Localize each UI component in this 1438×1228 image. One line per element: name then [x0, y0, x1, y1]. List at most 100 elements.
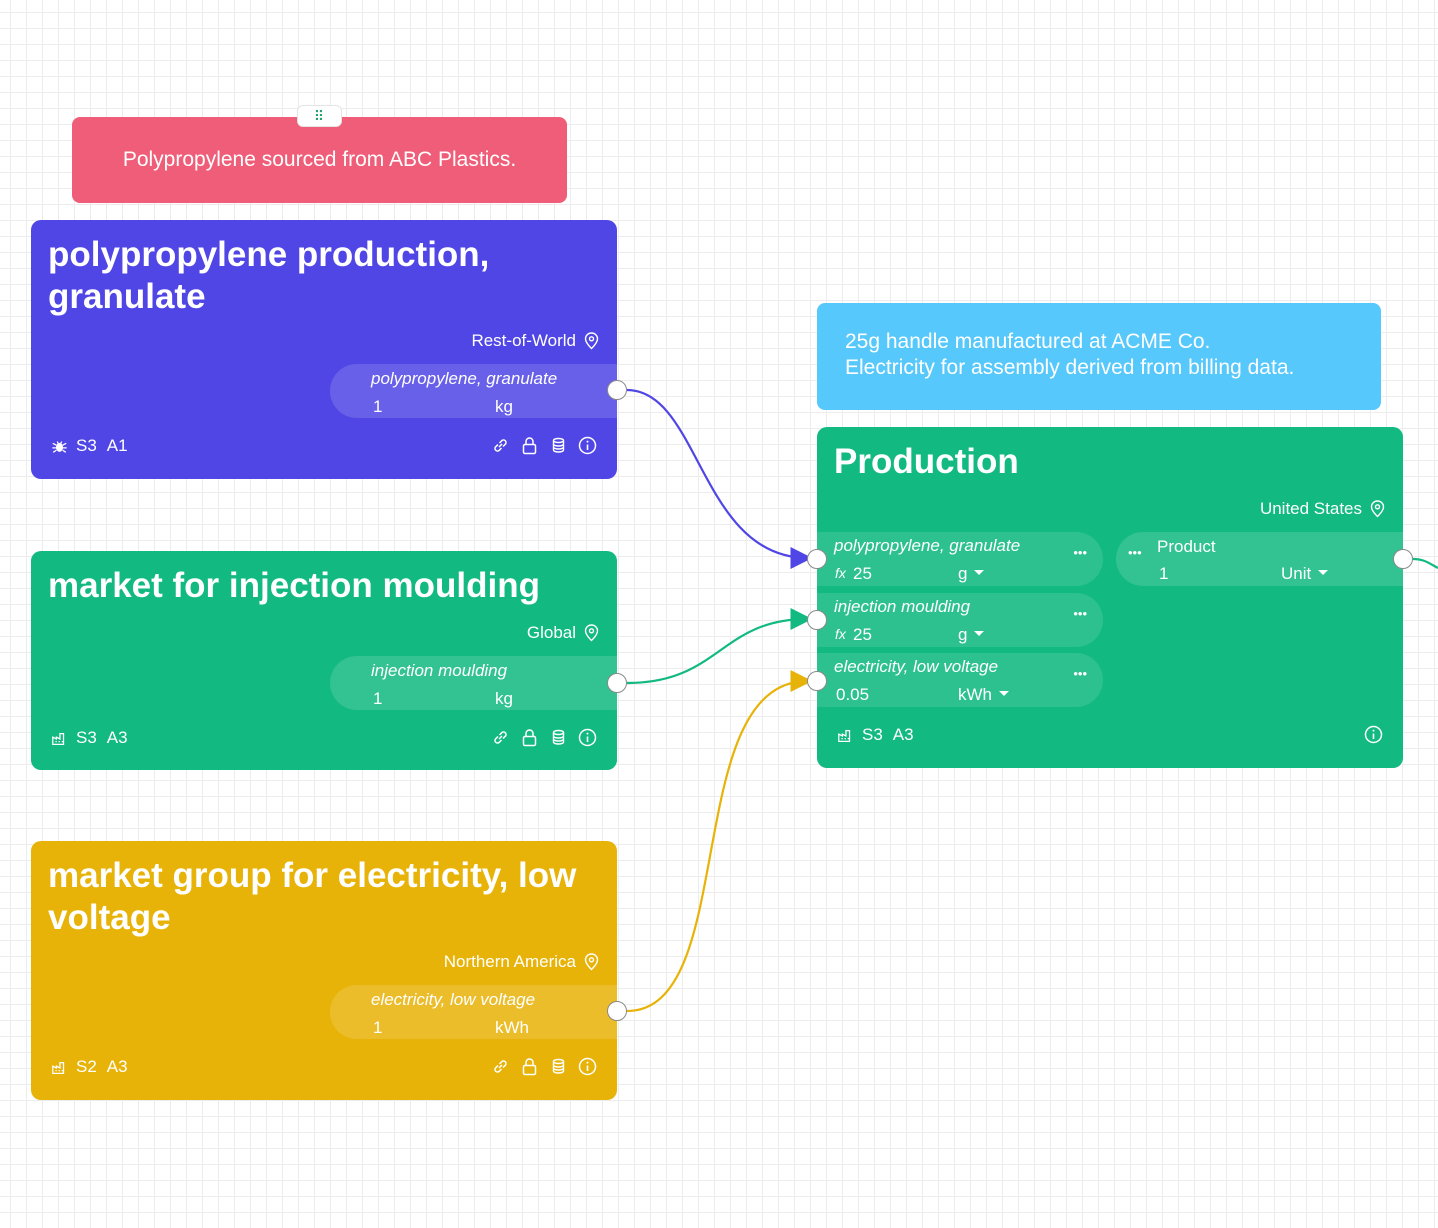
info-icon[interactable] — [578, 1057, 597, 1076]
node-title: Production — [834, 442, 1019, 481]
input-name: injection moulding — [834, 597, 971, 616]
node-market-group-electricity[interactable]: market group for electricity, low voltag… — [31, 841, 617, 1100]
edge-elec-to-production — [626, 670, 813, 1013]
input-port-injection[interactable] — [807, 610, 827, 630]
scope-tag: S2 — [76, 1057, 97, 1076]
node-market-injection-moulding[interactable]: market for injection moulding Global inj… — [31, 551, 617, 770]
formula-icon[interactable]: fx — [835, 565, 846, 581]
bug-icon — [52, 440, 67, 453]
note-text: Polypropylene sourced from ABC Plastics. — [122, 148, 517, 171]
input-amount[interactable]: 25 — [853, 564, 872, 583]
output-name: injection moulding — [371, 661, 508, 680]
location-label: Northern America — [443, 952, 576, 971]
output-amount[interactable]: 1 — [373, 1018, 383, 1037]
unit-label: kWh — [958, 685, 992, 704]
output-port-product[interactable] — [1393, 549, 1413, 569]
link-icon[interactable] — [491, 1057, 510, 1076]
input-amount[interactable]: 0.05 — [836, 685, 870, 704]
node-footer-tags: S2 A3 — [51, 1057, 128, 1077]
database-icon[interactable] — [549, 1057, 568, 1076]
stage-tag: A3 — [106, 728, 128, 747]
input-port-polypropylene[interactable] — [807, 549, 827, 569]
output-unit[interactable]: kg — [495, 689, 513, 708]
factory-icon — [52, 732, 65, 745]
location-pin-icon — [584, 953, 599, 971]
node-polypropylene-production[interactable]: polypropylene production, granulate Rest… — [31, 220, 617, 479]
unit-label: g — [958, 625, 968, 644]
input-amount[interactable]: 25 — [853, 625, 872, 644]
output-amount[interactable]: 1 — [1159, 564, 1169, 583]
info-icon[interactable] — [578, 728, 597, 747]
input-exchange[interactable]: polypropylene, granulate fx 25 g ••• — [817, 532, 1103, 586]
node-footer-tags: S3 A3 — [51, 728, 128, 748]
location-label: Rest-of-World — [471, 331, 576, 350]
input-name: polypropylene, granulate — [834, 536, 1021, 555]
link-icon[interactable] — [491, 436, 510, 455]
formula-icon[interactable]: fx — [835, 626, 846, 642]
output-exchange[interactable]: polypropylene, granulate 1 kg — [330, 364, 617, 418]
output-amount[interactable]: 1 — [373, 689, 383, 708]
note-polypropylene-source[interactable]: Polypropylene sourced from ABC Plastics. — [72, 117, 567, 203]
output-port-injection[interactable] — [607, 673, 627, 693]
input-exchange[interactable]: injection moulding fx 25 g ••• — [817, 593, 1103, 647]
output-port-electricity[interactable] — [607, 1001, 627, 1021]
drag-handle-icon[interactable]: ⠿ — [297, 105, 342, 127]
input-name: electricity, low voltage — [834, 657, 999, 676]
note-line-1: 25g handle manufactured at ACME Co. — [845, 330, 1211, 353]
stage-tag: A3 — [106, 1057, 128, 1076]
more-icon[interactable]: ••• — [1073, 606, 1087, 621]
output-port-pp[interactable] — [607, 380, 627, 400]
location-label: United States — [1259, 499, 1362, 518]
info-icon[interactable] — [578, 436, 597, 455]
node-location: Northern America — [444, 952, 599, 972]
node-title: market for injection moulding — [48, 566, 540, 605]
unit-label: g — [958, 564, 968, 583]
unit-label: Unit — [1281, 564, 1312, 583]
info-icon[interactable] — [1364, 725, 1383, 744]
link-icon[interactable] — [491, 728, 510, 747]
more-icon[interactable]: ••• — [1073, 666, 1087, 681]
input-unit-select[interactable]: kWh — [958, 685, 1009, 705]
node-actions — [491, 436, 597, 455]
node-title: market group for electricity, low voltag… — [48, 856, 577, 937]
input-unit-select[interactable]: g — [958, 564, 985, 584]
output-name: polypropylene, granulate — [371, 369, 558, 388]
output-exchange[interactable]: ••• Product 1 Unit — [1116, 532, 1403, 586]
note-production-details[interactable]: 25g handle manufactured at ACME Co. Elec… — [817, 303, 1381, 410]
edge-production-out — [1412, 557, 1438, 569]
output-unit[interactable]: kWh — [495, 1018, 529, 1037]
input-exchange[interactable]: electricity, low voltage 0.05 kWh ••• — [817, 653, 1103, 707]
lock-icon[interactable] — [520, 1057, 539, 1076]
factory-icon — [838, 729, 851, 742]
database-icon[interactable] — [549, 728, 568, 747]
scope-tag: S3 — [862, 725, 883, 744]
node-location: Rest-of-World — [471, 331, 599, 351]
database-icon[interactable] — [549, 436, 568, 455]
lock-icon[interactable] — [520, 436, 539, 455]
output-amount[interactable]: 1 — [373, 397, 383, 416]
lock-icon[interactable] — [520, 728, 539, 747]
node-footer-tags: S3 A1 — [51, 436, 128, 456]
input-unit-select[interactable]: g — [958, 625, 985, 645]
output-exchange[interactable]: injection moulding 1 kg — [330, 656, 617, 710]
chevron-down-icon — [999, 691, 1009, 697]
note-line-2: Electricity for assembly derived from bi… — [845, 356, 1295, 379]
output-name: Product — [1157, 537, 1216, 556]
location-pin-icon — [584, 332, 599, 350]
more-icon[interactable]: ••• — [1128, 545, 1142, 560]
input-port-electricity[interactable] — [807, 671, 827, 691]
node-actions — [491, 1057, 597, 1076]
location-pin-icon — [1370, 500, 1385, 518]
node-production[interactable]: Production United States polypropylene, … — [817, 427, 1403, 768]
output-unit[interactable]: kg — [495, 397, 513, 416]
output-unit-select[interactable]: Unit — [1281, 564, 1329, 584]
output-exchange[interactable]: electricity, low voltage 1 kWh — [330, 985, 617, 1039]
location-label: Global — [526, 623, 576, 642]
stage-tag: A1 — [106, 436, 128, 455]
more-icon[interactable]: ••• — [1073, 545, 1087, 560]
edge-pp-to-production — [626, 388, 813, 569]
chevron-down-icon — [1318, 570, 1329, 576]
node-footer-tags: S3 A3 — [837, 725, 914, 745]
node-location: Global — [527, 623, 599, 643]
node-location: United States — [1260, 499, 1385, 519]
